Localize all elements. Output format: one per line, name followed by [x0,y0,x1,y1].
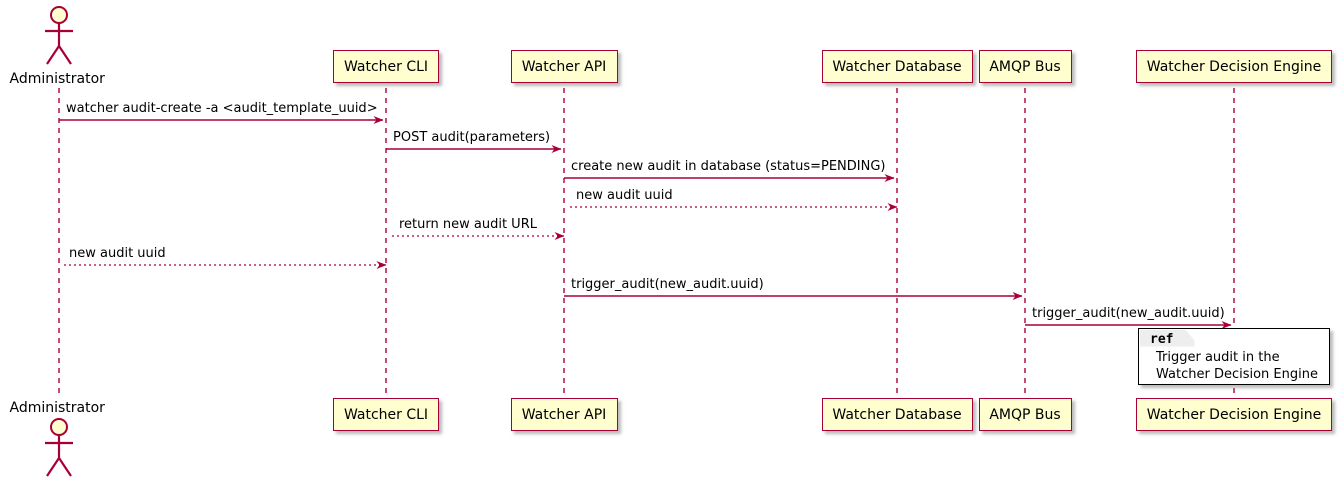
participant-box-engine-top: Watcher Decision Engine [1136,50,1332,83]
participant-label: Watcher Decision Engine [1146,406,1322,423]
participant-label: Watcher CLI [343,406,429,423]
ref-fragment-tab-label: ref [1150,332,1174,347]
participant-box-amqp-top: AMQP Bus [978,50,1072,83]
lifelines-group [58,88,1235,396]
message-label-1: POST audit(parameters) [393,130,551,145]
message-label-2: create new audit in database (status=PEN… [571,159,886,174]
message-label-5: new audit uuid [69,246,166,261]
participant-label: Watcher API [521,406,607,423]
participant-label: Watcher API [521,58,607,75]
actor-figures-group [45,6,73,477]
actor-figure-admin-bottom [45,418,73,477]
participant-box-api-bottom: Watcher API [510,398,618,431]
message-label-7: trigger_audit(new_audit.uuid) [1032,306,1225,321]
message-label-0: watcher audit-create -a <audit_template_… [66,101,378,116]
participant-label: Watcher CLI [343,58,429,75]
participant-label: AMQP Bus [989,58,1061,75]
ref-fragment-body-text: Trigger audit in the Watcher Decision En… [1156,350,1318,382]
participant-box-engine-bottom: Watcher Decision Engine [1136,398,1332,431]
participant-box-db-top: Watcher Database [821,50,973,83]
message-label-4: return new audit URL [399,217,537,232]
actor-label-admin-top: Administrator [9,71,105,87]
actor-label-admin-bottom: Administrator [9,400,105,416]
actor-figure-admin-top [45,6,73,65]
participant-label: Watcher Decision Engine [1146,58,1322,75]
participant-box-api-top: Watcher API [510,50,618,83]
participant-label: Watcher Database [832,406,962,423]
participant-box-db-bottom: Watcher Database [821,398,973,431]
participant-box-amqp-bottom: AMQP Bus [978,398,1072,431]
message-label-6: trigger_audit(new_audit.uuid) [571,277,764,292]
participant-label: AMQP Bus [989,406,1061,423]
participant-box-cli-bottom: Watcher CLI [333,398,439,431]
participant-box-cli-top: Watcher CLI [333,50,439,83]
ref-fragment-tab [1139,329,1195,347]
message-label-3: new audit uuid [576,188,673,203]
participant-label: Watcher Database [832,58,962,75]
